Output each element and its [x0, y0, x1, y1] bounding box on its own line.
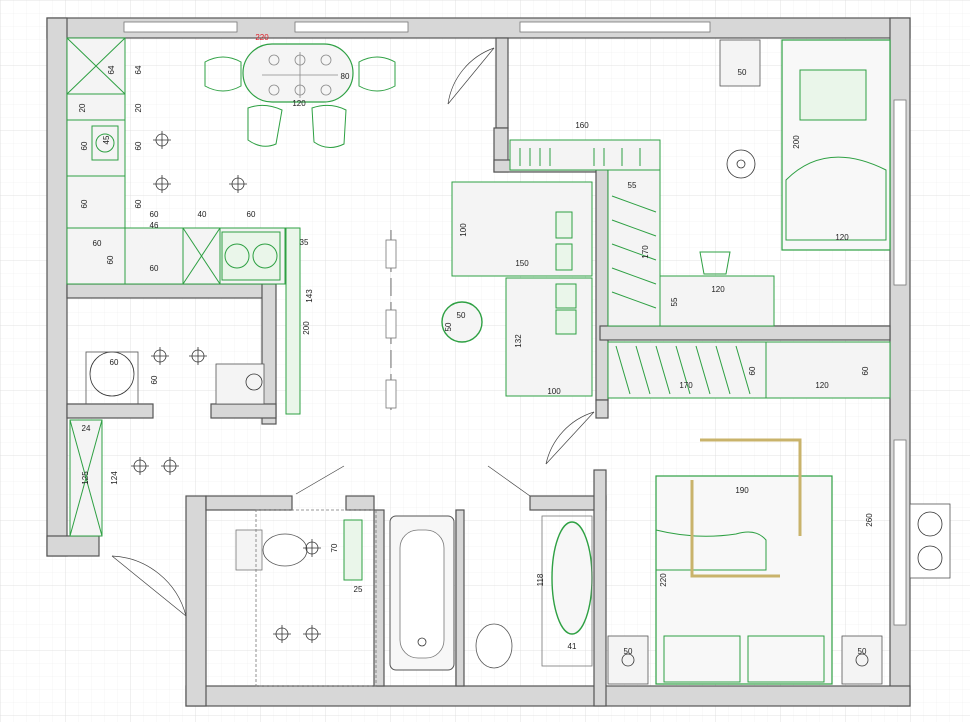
- dim-w-118: 118: [536, 573, 545, 586]
- dim-k-143: 143: [305, 289, 314, 303]
- dim-k-45: 45: [102, 135, 111, 144]
- dim-k-60d: 60: [134, 199, 143, 208]
- dim-k-35: 35: [300, 238, 309, 247]
- dim-r2-120: 120: [815, 381, 829, 390]
- dim-table-height: 80: [341, 72, 350, 81]
- dim-r2-60b: 60: [861, 366, 870, 375]
- bedroom-2-furniture: [607, 341, 891, 685]
- kitchen-cabinets: [66, 37, 301, 415]
- dim-k-60f: 60: [247, 210, 256, 219]
- dim-k-60c: 60: [80, 199, 89, 208]
- dim-r2-260: 260: [865, 513, 874, 527]
- dim-w-25: 25: [354, 585, 363, 594]
- dim-r1-160: 160: [575, 121, 589, 130]
- walls: [46, 17, 911, 707]
- dim-k-40: 40: [198, 210, 207, 219]
- dim-l-50a: 50: [457, 311, 466, 320]
- dim-k-60b: 60: [134, 141, 143, 150]
- dim-k-60h: 60: [106, 255, 115, 264]
- dim-k-200: 200: [302, 321, 311, 335]
- dim-r2-190: 190: [735, 486, 749, 495]
- dim-r1-120b: 120: [711, 285, 725, 294]
- dim-k-64a: 64: [107, 65, 116, 74]
- doors: [111, 47, 595, 617]
- dim-l-100: 100: [459, 223, 468, 237]
- dim-b-60v: 60: [150, 375, 159, 384]
- dim-r2-50b: 50: [858, 647, 867, 656]
- dim-k-60a: 60: [80, 141, 89, 150]
- bedroom-1-furniture: [509, 39, 891, 327]
- dim-h-124: 124: [110, 471, 119, 485]
- dim-r1-55b: 55: [670, 297, 679, 306]
- dim-k-60e: 60: [150, 210, 159, 219]
- dim-b-60: 60: [110, 358, 119, 367]
- dim-r2-60a: 60: [748, 366, 757, 375]
- dim-k-60g: 60: [93, 239, 102, 248]
- dim-r1-170: 170: [641, 245, 650, 259]
- dim-h-24: 24: [82, 424, 91, 433]
- dim-table-width: 120: [292, 99, 306, 108]
- dim-k-20a: 20: [78, 103, 87, 112]
- dim-r1-200: 200: [792, 135, 801, 149]
- dim-k-60i: 60: [150, 264, 159, 273]
- dim-h-125: 125: [81, 471, 90, 485]
- dim-l-100b: 100: [547, 387, 561, 396]
- bathroom-fixtures: [69, 351, 951, 687]
- dim-l-132: 132: [514, 334, 523, 348]
- dim-r2-50a: 50: [624, 647, 633, 656]
- dim-k-64b: 64: [134, 65, 143, 74]
- dim-w-41: 41: [568, 642, 577, 651]
- dim-table-top: 220: [255, 33, 269, 42]
- living-furniture: [385, 181, 593, 410]
- dim-l-150: 150: [515, 259, 529, 268]
- dim-r2-220: 220: [659, 573, 668, 587]
- dim-r1-120a: 120: [835, 233, 849, 242]
- dim-k-46: 46: [150, 221, 159, 230]
- dim-r1-50: 50: [738, 68, 747, 77]
- dining-table: [204, 43, 396, 148]
- dim-r2-170: 170: [679, 381, 693, 390]
- dim-r1-55: 55: [628, 181, 637, 190]
- dim-l-50b: 50: [444, 322, 453, 331]
- dimension-labels: 220 120 80 64 64 20 20 60 45 60 60 60 60…: [78, 33, 874, 656]
- ceiling-lamps: [131, 131, 321, 643]
- dim-k-20b: 20: [134, 103, 143, 112]
- dim-w-70: 70: [330, 543, 339, 552]
